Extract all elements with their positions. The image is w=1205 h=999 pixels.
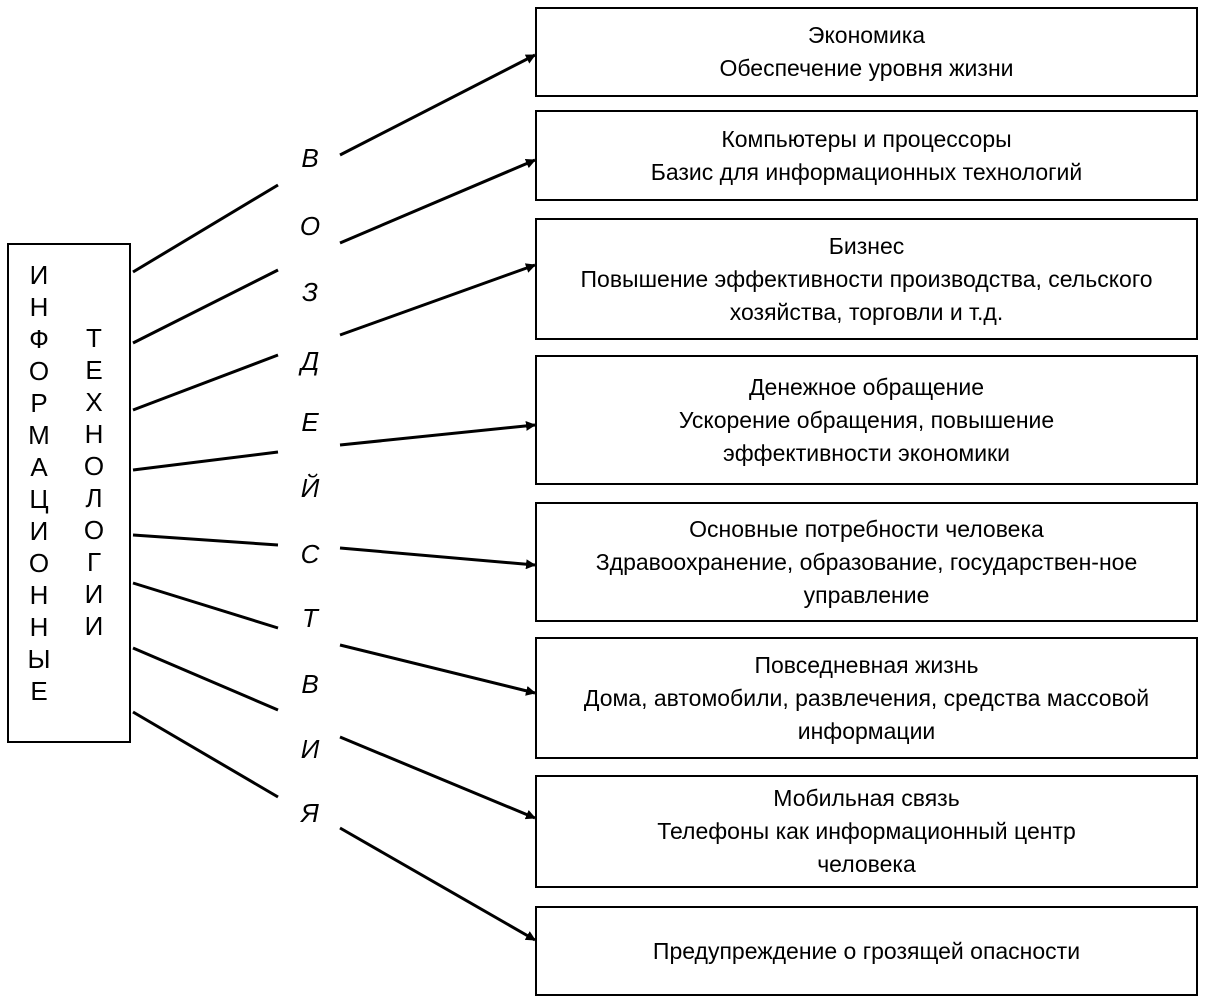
target-title: Предупреждение о грозящей опасности xyxy=(652,937,1081,964)
target-title: Повседневная жизнь xyxy=(754,651,979,678)
middle-letter: З xyxy=(302,277,318,307)
arrow-connector-4 xyxy=(339,546,536,570)
source-letter: И xyxy=(84,579,104,609)
line-connector-2 xyxy=(132,353,279,412)
middle-letter: С xyxy=(300,539,320,569)
source-letter: И xyxy=(84,611,104,641)
line-connector-4 xyxy=(132,533,279,547)
arrow-connector-3 xyxy=(339,420,536,447)
target-title: Компьютеры и процессоры xyxy=(721,125,1012,152)
source-letter: М xyxy=(28,420,50,450)
arrow-connector-1 xyxy=(339,158,536,245)
source-box-information-technologies: И Н Ф О Р М А Ц И О Н Н Ы Е Т Е Х Н О Л … xyxy=(7,243,131,743)
source-letter: Н xyxy=(29,292,49,322)
middle-letter: О xyxy=(299,211,321,241)
source-letter: Ы xyxy=(27,644,51,674)
middle-letter: И xyxy=(300,734,320,764)
target-box-everyday-life: Повседневная жизнь Дома, автомобили, раз… xyxy=(535,637,1198,759)
source-word-technologies: Т Е Х Н О Л О Г И И xyxy=(81,322,107,642)
line-connector-5 xyxy=(132,581,279,630)
middle-letter: В xyxy=(301,143,319,173)
source-letter: Г xyxy=(86,547,102,577)
source-letter: Р xyxy=(30,388,48,418)
target-description: Повышение эффективности производства, се… xyxy=(580,265,1153,325)
target-description: Дома, автомобили, развлечения, средства … xyxy=(583,684,1150,744)
source-word-information: И Н Ф О Р М А Ц И О Н Н Ы Е xyxy=(26,259,52,707)
middle-letter: Я xyxy=(301,798,319,828)
line-connector-0 xyxy=(132,183,279,274)
arrow-connector-5 xyxy=(339,643,536,696)
source-letter: И xyxy=(29,516,49,546)
target-title: Экономика xyxy=(807,22,926,48)
middle-letter: Д xyxy=(300,346,320,376)
arrow-connector-7 xyxy=(339,826,536,942)
target-title: Основные потребности человека xyxy=(689,515,1044,542)
target-description: Базис для информационных технологий xyxy=(650,158,1083,185)
source-letter: О xyxy=(28,356,50,386)
target-box-business: Бизнес Повышение эффективности производс… xyxy=(535,218,1198,340)
line-connector-1 xyxy=(132,268,279,345)
source-letter: Х xyxy=(85,387,103,417)
line-connector-6 xyxy=(132,646,279,712)
source-letter: Л xyxy=(85,483,103,513)
middle-letter: Е xyxy=(301,407,319,437)
source-letter: Т xyxy=(86,323,102,353)
target-title: Мобильная связь xyxy=(773,785,960,811)
source-letter: Н xyxy=(29,612,49,642)
target-box-mobile-communication: Мобильная связь Телефоны как информацион… xyxy=(535,775,1198,888)
source-letter: О xyxy=(83,515,105,545)
arrow-connector-0 xyxy=(339,53,536,157)
line-connector-7 xyxy=(132,710,279,799)
target-description: Телефоны как информационный центр челове… xyxy=(657,818,1076,877)
middle-letter: В xyxy=(301,669,319,699)
target-box-danger-warning: Предупреждение о грозящей опасности xyxy=(535,906,1198,996)
source-letter: И xyxy=(29,260,49,290)
target-box-computers: Компьютеры и процессоры Базис для информ… xyxy=(535,110,1198,201)
source-letter: О xyxy=(28,548,50,578)
target-description: Обеспечение уровня жизни xyxy=(719,55,1014,81)
target-title: Бизнес xyxy=(828,232,905,259)
source-letter: Ф xyxy=(29,324,49,354)
target-title: Денежное обращение xyxy=(748,373,984,400)
middle-letter: Й xyxy=(300,473,320,503)
source-letter: О xyxy=(83,451,105,481)
target-description: Здравоохранение, образование, государств… xyxy=(595,548,1138,608)
source-letter: Е xyxy=(85,355,103,385)
source-letter: А xyxy=(30,452,48,482)
arrow-connector-6 xyxy=(339,735,536,820)
source-letter: Н xyxy=(84,419,104,449)
arrow-connector-2 xyxy=(339,263,536,337)
middle-letter: Т xyxy=(302,603,318,633)
line-connector-3 xyxy=(132,450,279,472)
target-description: Ускорение обращения, повышение эффективн… xyxy=(678,406,1055,466)
target-box-money-circulation: Денежное обращение Ускорение обращения, … xyxy=(535,355,1198,485)
target-box-economy: Экономика Обеспечение уровня жизни xyxy=(535,7,1198,97)
source-letter: Ц xyxy=(29,484,49,514)
target-box-basic-needs: Основные потребности человека Здравоохра… xyxy=(535,502,1198,622)
source-letter: Е xyxy=(30,676,48,706)
source-letter: Н xyxy=(29,580,49,610)
